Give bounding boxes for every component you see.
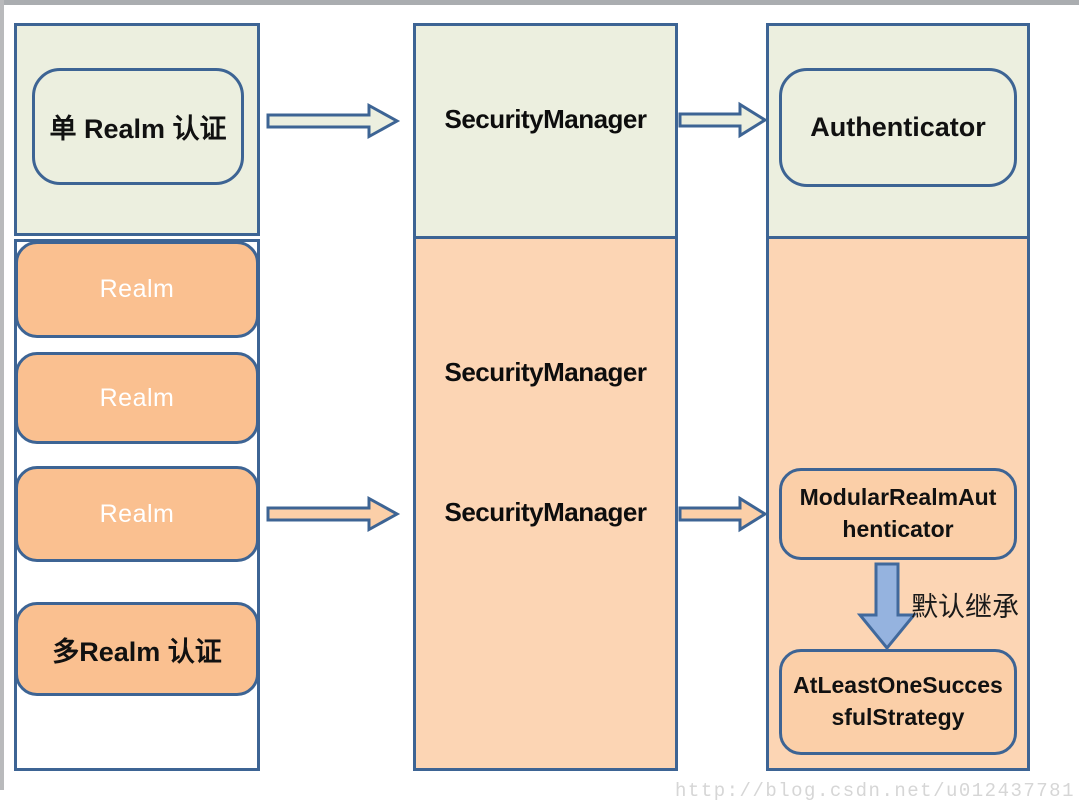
realm-node-3: Realm	[15, 466, 259, 562]
right-arrow-icon	[678, 101, 768, 139]
screenshot-top-border	[0, 0, 1079, 5]
security-manager-column	[413, 23, 678, 771]
modular-realm-authenticator-node: ModularRealmAut henticator	[779, 468, 1017, 560]
security-manager-label-top: SecurityManager	[444, 104, 647, 134]
at-least-one-successful-strategy-label: AtLeastOneSucces sfulStrategy	[793, 672, 1003, 730]
arrow-securitymanager-to-authenticator	[678, 101, 768, 139]
default-inherit-note: 默认继承	[911, 592, 1019, 623]
blog-watermark: http://blog.csdn.net/u012437781	[675, 780, 1075, 802]
right-arrow-icon	[678, 495, 768, 533]
down-arrow-icon	[856, 562, 918, 651]
security-manager-label-bottom: SecurityManager	[444, 497, 647, 527]
security-manager-body-section	[416, 239, 675, 768]
realm-node-1: Realm	[15, 241, 259, 338]
arrow-modular-to-strategy	[856, 562, 918, 651]
authenticator-label: Authenticator	[810, 112, 986, 142]
security-manager-label-middle: SecurityManager	[444, 357, 647, 387]
at-least-one-successful-strategy-node: AtLeastOneSucces sfulStrategy	[779, 649, 1017, 755]
realm-node-2: Realm	[15, 352, 259, 444]
modular-realm-authenticator-label: ModularRealmAut henticator	[799, 484, 997, 542]
arrow-single-realm-to-securitymanager	[266, 102, 401, 140]
authenticator-node: Authenticator	[779, 68, 1017, 187]
screenshot-left-border	[0, 0, 4, 790]
realm-label-1: Realm	[99, 275, 175, 303]
single-realm-auth-label: 单 Realm 认证	[49, 114, 227, 144]
right-arrow-icon	[266, 495, 401, 533]
arrow-realm-to-securitymanager	[266, 495, 401, 533]
multi-realm-auth-label: 多Realm 认证	[52, 636, 222, 667]
single-realm-auth-node: 单 Realm 认证	[32, 68, 244, 185]
realm-label-3: Realm	[99, 499, 175, 528]
arrow-securitymanager-to-modular	[678, 495, 768, 533]
multi-realm-auth-node: 多Realm 认证	[15, 602, 259, 696]
realm-label-2: Realm	[99, 383, 175, 412]
right-arrow-icon	[266, 102, 401, 140]
security-manager-header-section	[416, 26, 675, 239]
